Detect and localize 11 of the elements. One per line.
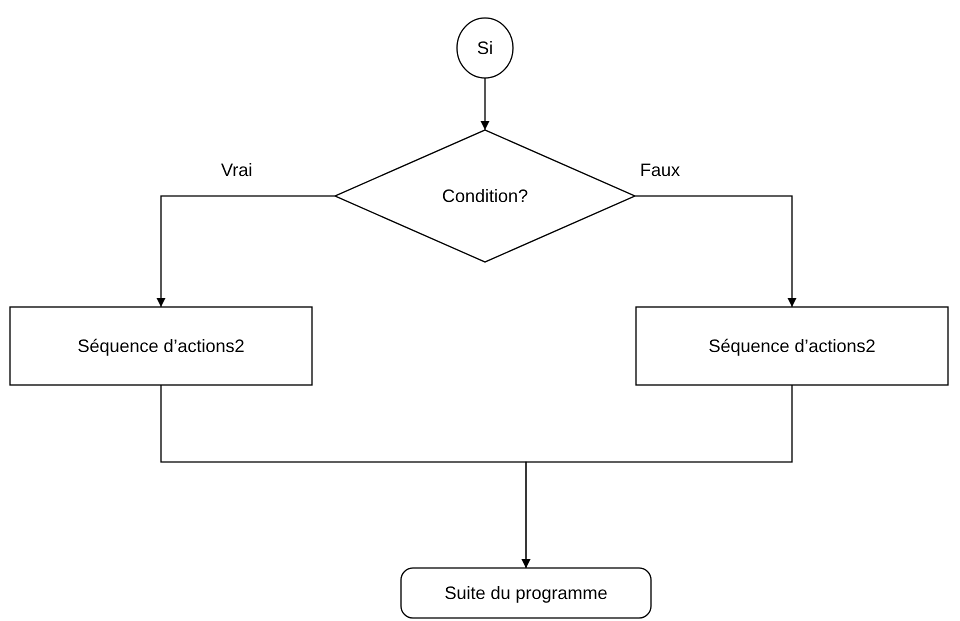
arrow	[635, 195, 796, 307]
edge-label: Faux	[640, 160, 680, 181]
node-label: Suite du programme	[444, 582, 608, 604]
node-label: Si	[476, 38, 493, 58]
node-label: Condition?	[442, 186, 528, 206]
node-label: Séquence d’actions2	[77, 336, 245, 356]
arrow	[156, 195, 335, 307]
arrow	[522, 385, 793, 568]
arrow	[480, 78, 490, 130]
node-label: Séquence d’actions2	[708, 336, 876, 356]
edge-label: Vrai	[221, 160, 252, 181]
